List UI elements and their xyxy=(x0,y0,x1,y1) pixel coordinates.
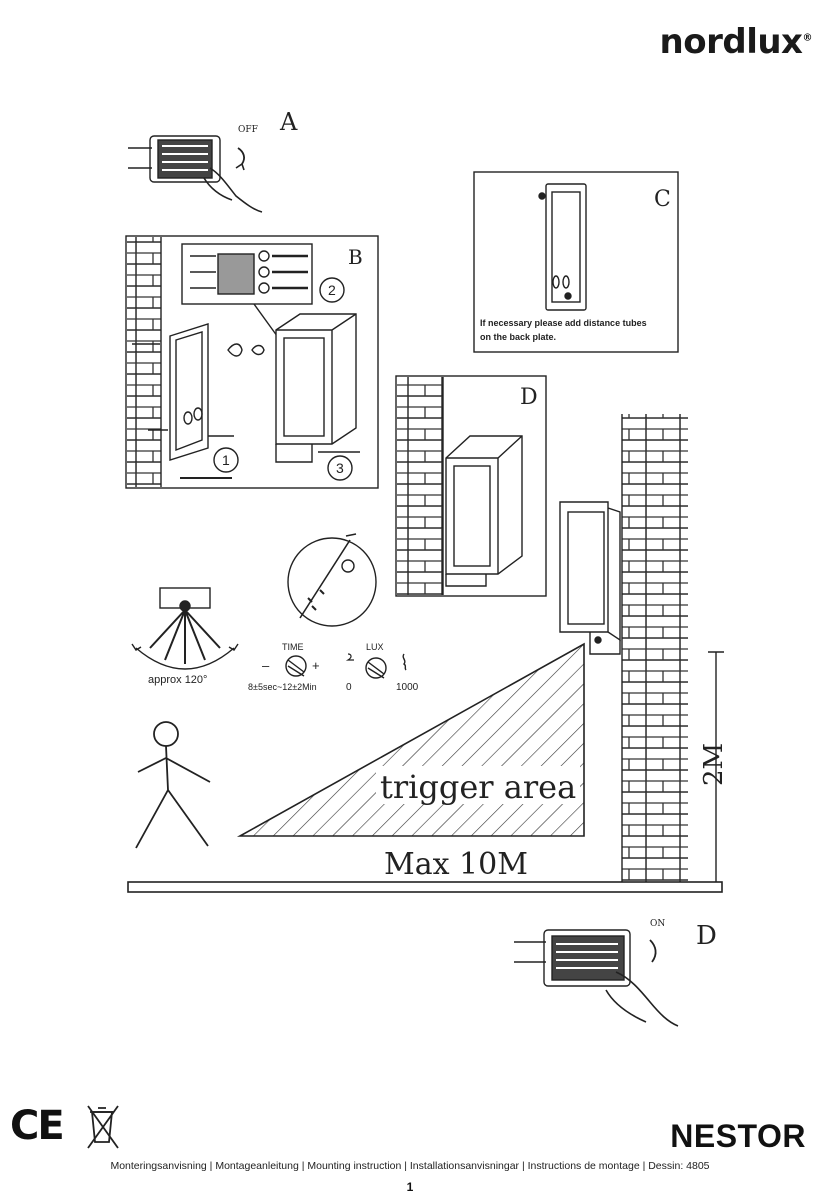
sensor-knobs xyxy=(285,653,407,679)
step-d2-illustration xyxy=(514,929,679,1027)
time-plus: + xyxy=(312,658,320,673)
brand-mark: ® xyxy=(802,32,813,44)
step-d2-letter: D xyxy=(696,921,717,951)
step-a-letter: A xyxy=(279,108,298,136)
ce-mark: CE xyxy=(10,1103,65,1149)
detection-angle xyxy=(131,587,239,670)
page-number: 1 xyxy=(406,1180,414,1194)
step-a-off-label: OFF xyxy=(238,125,258,135)
step-d-letter: D xyxy=(520,385,538,410)
ground-and-dimensions xyxy=(127,651,724,893)
person-figure xyxy=(135,721,211,849)
lux-min: 0 xyxy=(346,682,352,693)
brand-name: nordlux xyxy=(659,22,803,62)
footer-languages: Monteringsanvisning | Montageanleitung |… xyxy=(110,1160,710,1172)
step-d-panel xyxy=(395,375,547,597)
step-b-num-2: 2 xyxy=(328,282,336,298)
height-label: 2M xyxy=(699,743,729,786)
step-c-panel xyxy=(473,171,679,353)
brand-logo: nordlux® xyxy=(659,22,813,62)
step-c-note-line1: If necessary please add distance tubes xyxy=(480,318,647,328)
step-b-num-1: 1 xyxy=(222,452,230,468)
detection-angle-label: approx 120° xyxy=(148,674,207,686)
trigger-area xyxy=(236,642,585,837)
step-b-num-3: 3 xyxy=(336,460,344,476)
trigger-area-label: trigger area xyxy=(380,768,576,806)
step-c-letter: C xyxy=(654,187,671,212)
distance-label: Max 10M xyxy=(384,847,528,882)
sensor-dial xyxy=(287,533,377,627)
step-a-illustration xyxy=(128,135,263,213)
wall-illustration xyxy=(559,414,688,882)
lux-label: LUX xyxy=(366,642,384,652)
step-c-note-line2: on the back plate. xyxy=(480,332,556,342)
step-b-letter: B xyxy=(348,245,363,269)
step-b-panel xyxy=(125,235,379,489)
time-minus: – xyxy=(262,658,270,673)
product-name: NESTOR xyxy=(670,1118,806,1154)
step-d2-on-label: ON xyxy=(650,919,665,929)
time-range: 8±5sec~12±2Min xyxy=(248,682,317,692)
weee-bin-icon xyxy=(87,1105,119,1149)
time-label: TIME xyxy=(282,642,304,652)
lux-max: 1000 xyxy=(396,682,419,693)
